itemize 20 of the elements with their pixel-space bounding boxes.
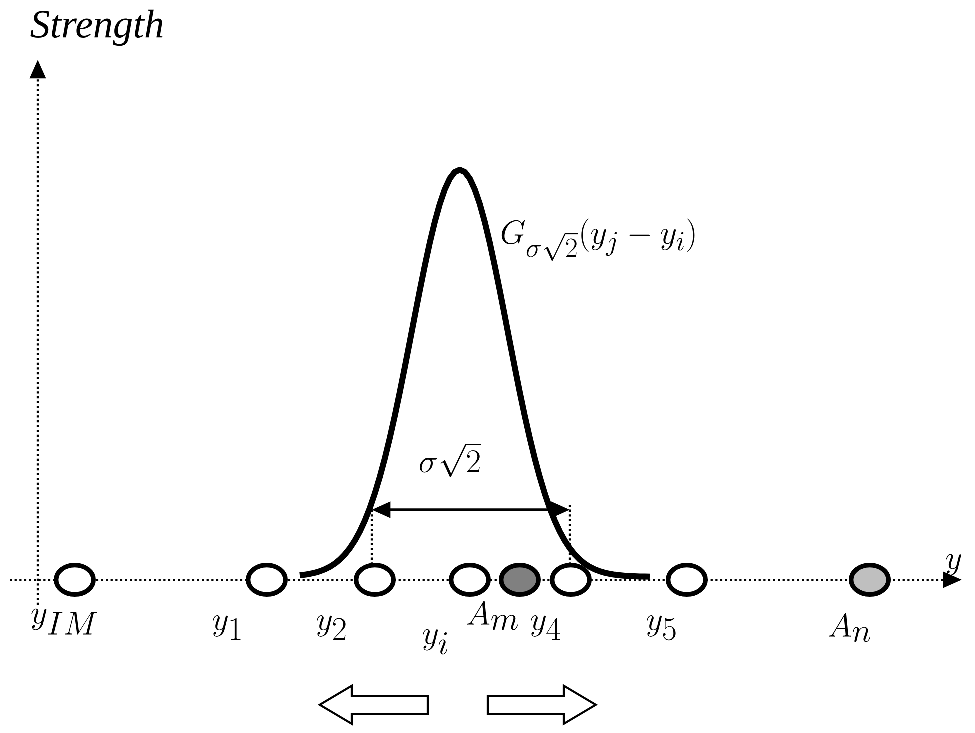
point-label: $A_m$ [467, 601, 518, 630]
axis-label: $y$ [946, 554, 962, 576]
curve-label: $G_{\sigma\sqrt{2}}(y_j - y_i)$ [502, 218, 695, 262]
point-marker [54, 563, 96, 597]
point-marker [499, 563, 541, 597]
point-marker [550, 563, 592, 597]
axis-label: Strength [30, 10, 163, 46]
point-marker [246, 563, 288, 597]
point-marker [666, 563, 708, 597]
dimension-label: $\sigma\sqrt{2}$ [420, 444, 482, 478]
point-marker [449, 563, 491, 597]
point-label: $y_5$ [647, 616, 676, 641]
point-label: $y_1$ [213, 616, 241, 640]
point-marker [354, 563, 396, 597]
point-label: $y_4$ [531, 616, 561, 640]
point-marker [849, 563, 891, 597]
point-label: $A_n$ [828, 613, 871, 642]
point-label: $y_i$ [423, 629, 448, 655]
point-label: $y_2$ [317, 616, 346, 640]
point-label: $y_{IM}$ [32, 608, 98, 635]
